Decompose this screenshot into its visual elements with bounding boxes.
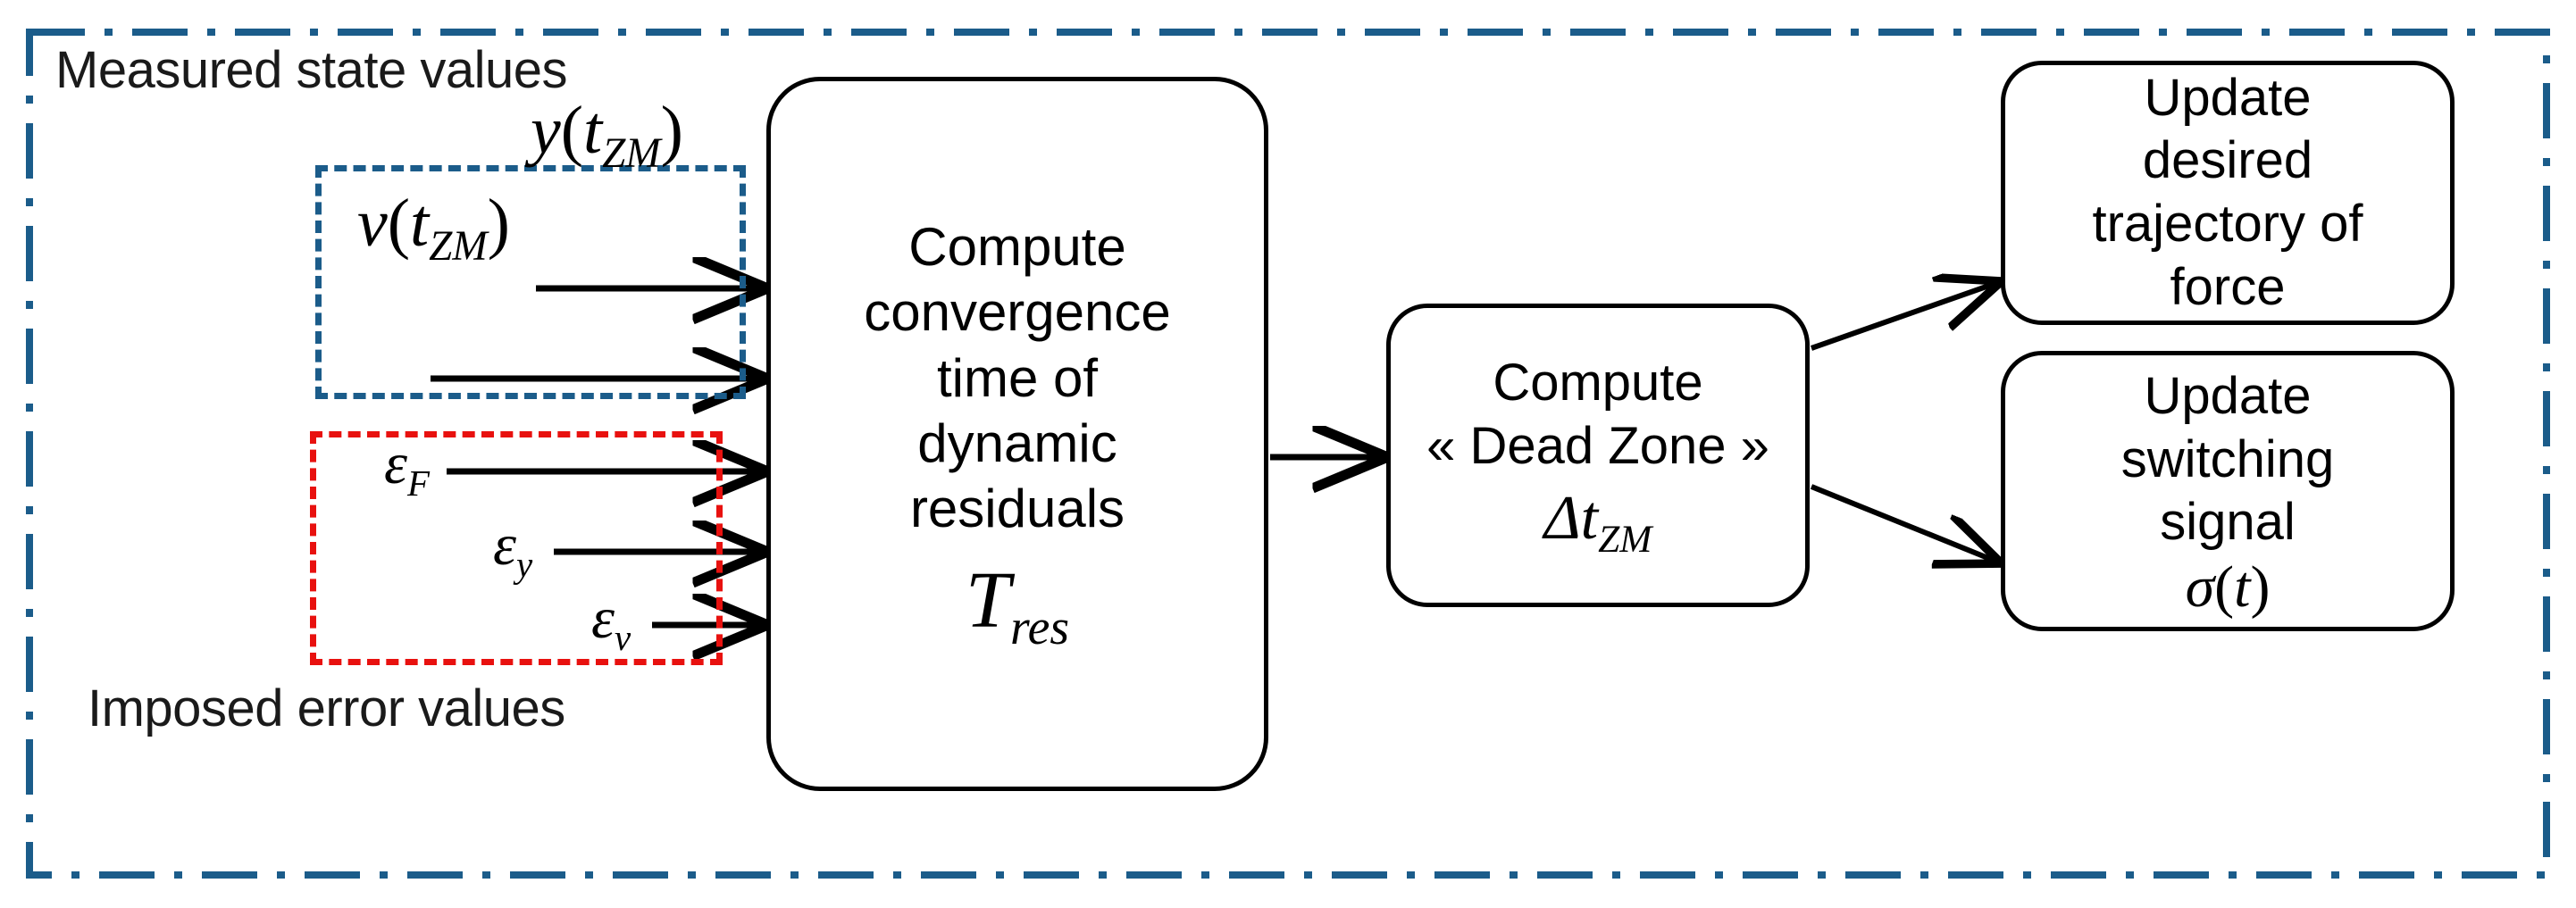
signal-label-y-tzm: y(tZM) (531, 93, 683, 178)
signal-label-epsilon-F: εF (384, 431, 431, 504)
box-update-desired-trajectory[interactable]: Update desired trajectory of force (2001, 61, 2455, 325)
arrow-deadzone-to-switching (1810, 484, 1999, 562)
box-converge-symbol-Tres: Tres (965, 556, 1070, 656)
box-switch-line-3: signal (2160, 493, 2296, 552)
imposed-error-values-label: Imposed error values (88, 679, 565, 737)
signal-label-v-tzm: v(tZM) (357, 186, 510, 271)
box-switch-symbol-sigma-t: σ(t) (2185, 554, 2271, 621)
box-converge-line-1: Compute (908, 217, 1126, 278)
box-switch-line-2: switching (2120, 429, 2335, 488)
box-converge-line-5: residuals (909, 478, 1125, 538)
measured-state-group-box (315, 165, 746, 399)
box-switch-line-1: Update (2144, 366, 2312, 425)
signal-label-epsilon-y: εy (493, 512, 533, 586)
box-deadzone-symbol-delta-t-zm: ΔtZM (1543, 483, 1652, 561)
box-deadzone-line-2: « Dead Zone » (1426, 416, 1769, 475)
box-traj-line-2: desired (2142, 131, 2313, 190)
box-update-switching-signal[interactable]: Update switching signal σ(t) (2001, 351, 2455, 631)
box-converge-line-4: dynamic (917, 412, 1117, 473)
box-traj-line-4: force (2170, 257, 2286, 316)
arrow-deadzone-to-trajectory (1811, 282, 1999, 351)
box-compute-dead-zone[interactable]: Compute « Dead Zone » ΔtZM (1386, 304, 1810, 607)
box-traj-line-1: Update (2144, 68, 2312, 127)
box-converge-line-3: time of (936, 347, 1099, 408)
box-deadzone-line-1: Compute (1493, 354, 1703, 412)
box-converge-line-2: convergence (864, 282, 1171, 343)
imposed-error-group-box (310, 431, 723, 665)
box-traj-line-3: trajectory of (2092, 195, 2363, 253)
box-compute-convergence-time[interactable]: Compute convergence time of dynamic resi… (766, 77, 1268, 791)
signal-label-epsilon-v: εv (591, 586, 631, 659)
measured-state-values-label: Measured state values (55, 41, 568, 99)
